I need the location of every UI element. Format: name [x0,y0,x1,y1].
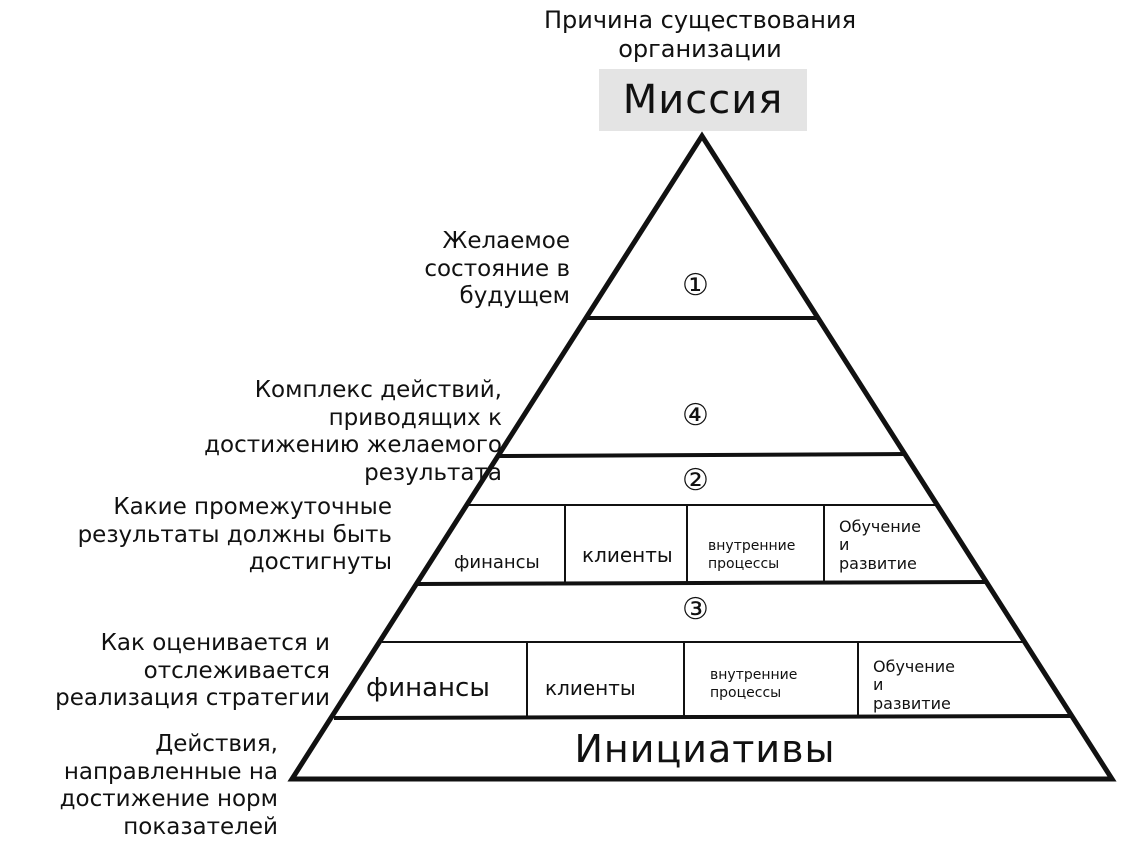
vision-label: Желаемое состояние в будущем [370,228,570,311]
kpi-cell-processes: внутренние процессы [710,667,797,702]
kpi-label-line: отслеживается [143,657,330,684]
strategy-label: Комплекс действий, приводящих к достижен… [140,377,502,487]
mission-box: Миссия [599,69,807,131]
goal-cell-learning-line: и [839,535,850,555]
vision-label-line: состояние в [424,255,570,282]
goal-cell-customers: клиенты [582,543,673,567]
kpi-cell-learning-line: и [873,675,884,695]
kpi-cell-finance: финансы [366,673,490,703]
goal-cell-processes: внутренние процессы [708,538,795,573]
level-divider [498,452,907,458]
kpi-cell-learning-line: развитие [873,693,951,713]
strategy-label-line: достижению желаемого [204,432,502,459]
level-marker-2: ② [682,463,709,498]
pyramid-outline [287,131,1117,782]
level-marker-3: ③ [682,592,709,627]
strategy-label-line: результата [364,459,502,486]
kpi-cell-learning-line: Обучение [873,657,955,676]
mission-label: Миссия [622,77,784,123]
kpi-cell-customers: клиенты [545,676,636,700]
initiatives-label-line: Действия, [155,731,278,757]
purpose-caption-line: организации [618,34,782,63]
initiatives-label-line: показателей [123,813,278,840]
purpose-caption: Причина существования организации [520,6,880,64]
goal-cell-learning-line: развитие [839,553,917,573]
goals-label-line: достигнуты [248,549,392,576]
goals-label-line: результаты должны быть [77,521,392,548]
goal-cell-processes-line: процессы [708,555,780,572]
goal-cell-learning: Обучение и развитие [839,517,921,573]
goals-label: Какие промежуточные результаты должны бы… [40,494,392,577]
kpi-label-line: Как оценивается и [100,630,330,656]
goal-cell-finance: финансы [454,552,540,573]
kpi-label: Как оценивается и отслеживается реализац… [0,630,330,713]
goal-cell-learning-line: Обучение [839,517,921,536]
kpi-cell-processes-line: внутренние [710,667,798,683]
goal-cell-processes-line: внутренние [708,538,796,554]
strategy-label-line: Комплекс действий, [254,377,502,403]
initiatives-label-line: достижение норм [59,786,278,813]
initiatives-label-line: направленные на [63,758,278,785]
vision-label-line: будущем [459,283,570,310]
level-marker-1: ① [682,268,709,303]
kpi-cell-processes-line: процессы [710,684,782,701]
level-marker-4: ④ [682,398,709,433]
level-divider [333,714,1074,720]
kpi-cell-learning: Обучение и развитие [873,657,955,713]
strategy-label-line: приводящих к [328,404,502,431]
purpose-caption-line: Причина существования [543,6,857,34]
goals-label-line: Какие промежуточные [113,494,392,520]
initiatives-base-label: Инициативы [574,727,836,771]
initiatives-label: Действия, направленные на достижение нор… [0,731,278,841]
vision-label-line: Желаемое [442,228,570,254]
level-divider [417,580,986,586]
kpi-label-line: реализация стратегии [55,685,330,712]
